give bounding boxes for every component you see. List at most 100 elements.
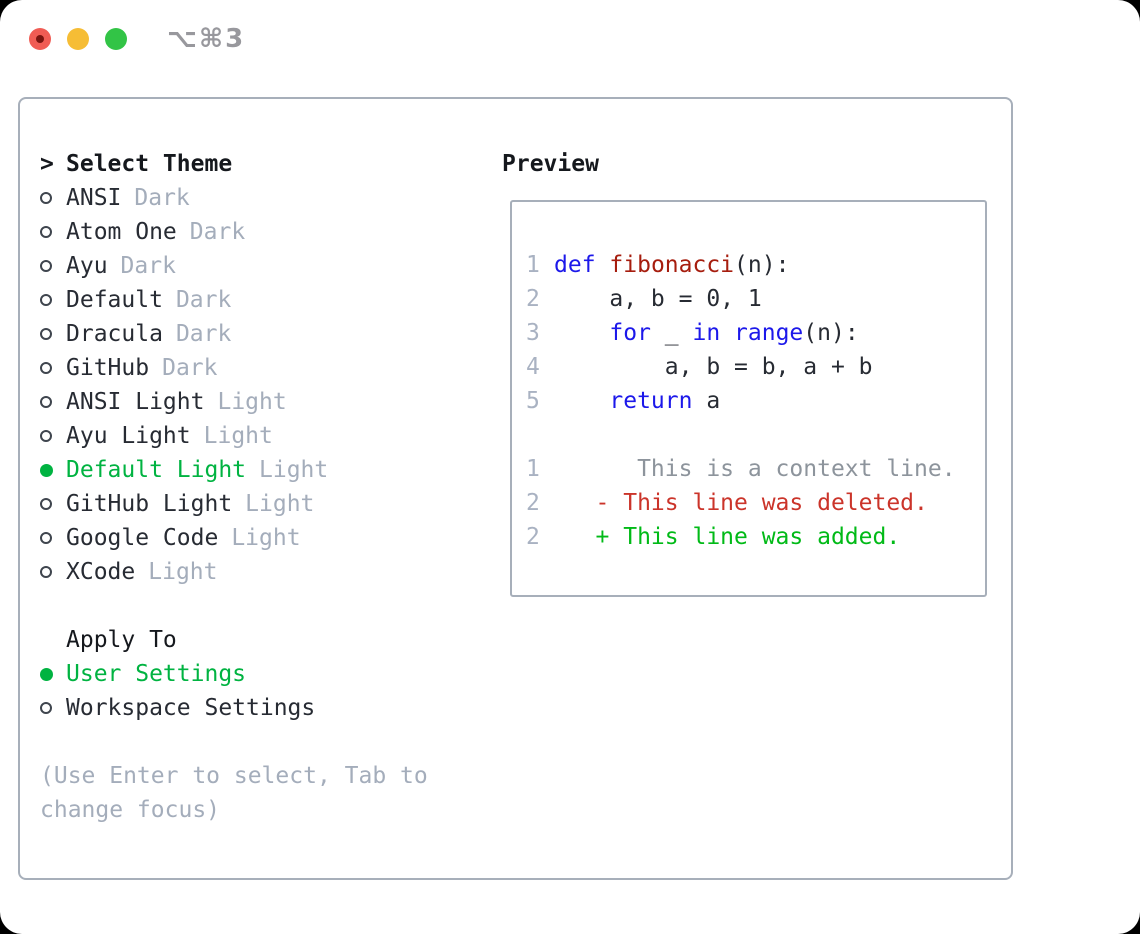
apply-option-label: Workspace Settings xyxy=(66,695,316,721)
radio-icon xyxy=(40,430,52,442)
line-number: 2 xyxy=(526,524,540,550)
theme-option-label: Google Code xyxy=(66,525,219,551)
code-segment-plain xyxy=(554,388,609,414)
theme-option-default-dark[interactable]: Default Dark xyxy=(40,283,502,317)
zoom-button[interactable] xyxy=(105,28,127,50)
line-number: 1 xyxy=(526,252,540,278)
help-text: (Use Enter to select, Tab to change focu… xyxy=(40,763,428,823)
radio-selected-icon xyxy=(40,463,53,477)
theme-variant-tag: Light xyxy=(203,423,273,449)
radio-icon xyxy=(40,192,52,204)
theme-option-label: Dracula xyxy=(66,321,163,347)
theme-variant-tag: Light xyxy=(148,559,218,585)
code-segment-keyword: range xyxy=(734,320,804,346)
radio-icon xyxy=(40,532,52,544)
close-button[interactable] xyxy=(29,28,51,50)
code-segment-plain: (n): xyxy=(734,252,790,278)
line-number: 3 xyxy=(526,320,540,346)
theme-option-ayu-dark[interactable]: Ayu Dark xyxy=(40,249,502,283)
window-shortcut-label: ⌥⌘3 xyxy=(167,24,246,54)
theme-option-label: Atom One xyxy=(66,219,177,245)
spacer xyxy=(40,589,502,623)
minimize-button[interactable] xyxy=(67,28,89,50)
theme-option-default-light-light[interactable]: Default Light Light xyxy=(40,453,502,487)
theme-option-label: Default xyxy=(66,287,163,313)
code-segment-plain: a xyxy=(692,388,721,414)
code-segment-keyword: for xyxy=(609,320,651,346)
code-segment-plain: (n): xyxy=(803,320,859,346)
code-segment-keyword: in xyxy=(692,320,721,346)
radio-icon xyxy=(40,226,52,238)
select-theme-title: Select Theme xyxy=(66,151,233,177)
apply-to-title: Apply To xyxy=(66,627,177,653)
theme-variant-tag: Dark xyxy=(189,219,246,245)
line-number: 2 xyxy=(526,490,540,516)
theme-option-label: ANSI xyxy=(66,185,122,211)
theme-option-label: ANSI Light xyxy=(66,389,205,415)
code-line: 2 a, b = 0, 1 xyxy=(526,282,985,316)
preview-header: Preview xyxy=(502,147,987,181)
code-segment-removed: - This line was deleted. xyxy=(554,490,928,516)
code-segment-plain xyxy=(596,252,610,278)
theme-variant-tag: Light xyxy=(217,389,287,415)
apply-option-user-settings[interactable]: User Settings xyxy=(40,657,502,691)
code-segment-keyword: return xyxy=(609,388,693,414)
theme-variant-tag: Light xyxy=(259,457,329,483)
line-number: 2 xyxy=(526,286,540,312)
select-theme-header: > Select Theme xyxy=(40,147,502,181)
code-segment-plain: _ xyxy=(650,320,693,346)
code-segment-added: + This line was added. xyxy=(554,524,901,550)
theme-variant-tag: Dark xyxy=(134,185,190,211)
line-number: 5 xyxy=(526,388,540,414)
preview-title: Preview xyxy=(502,151,599,177)
radio-icon xyxy=(40,362,52,374)
radio-icon xyxy=(40,260,52,272)
radio-icon xyxy=(40,566,52,578)
theme-option-label: GitHub Light xyxy=(66,491,233,517)
code-segment-context: This is a context line. xyxy=(554,456,956,482)
code-line: 4 a, b = b, a + b xyxy=(526,350,985,384)
code-line xyxy=(526,418,985,452)
prompt-cursor: > xyxy=(40,151,54,177)
code-segment-function: fibonacci xyxy=(609,252,735,278)
apply-to-header: Apply To xyxy=(40,623,502,657)
radio-icon xyxy=(40,396,52,408)
code-line: 2 + This line was added. xyxy=(526,520,985,554)
code-segment-plain: a, b = b, a + b xyxy=(554,354,873,380)
apply-option-label: User Settings xyxy=(66,661,247,687)
code-line: 2 - This line was deleted. xyxy=(526,486,985,520)
theme-option-label: Ayu Light xyxy=(66,423,191,449)
theme-option-label: Default Light xyxy=(66,457,247,483)
theme-variant-tag: Dark xyxy=(120,253,176,279)
theme-option-ansi-dark[interactable]: ANSI Dark xyxy=(40,181,502,215)
theme-option-label: Ayu xyxy=(66,253,108,279)
theme-variant-tag: Dark xyxy=(175,287,232,313)
close-dot-icon xyxy=(36,35,44,43)
radio-selected-icon xyxy=(40,667,53,681)
code-line: 3 for _ in range(n): xyxy=(526,316,985,350)
code-line: 1 This is a context line. xyxy=(526,452,985,486)
theme-option-atom-one-dark[interactable]: Atom One Dark xyxy=(40,215,502,249)
apply-option-workspace-settings[interactable]: Workspace Settings xyxy=(40,691,502,725)
theme-option-ansi-light-light[interactable]: ANSI Light Light xyxy=(40,385,502,419)
theme-option-ayu-light-light[interactable]: Ayu Light Light xyxy=(40,419,502,453)
code-segment-plain: a, b = 0, 1 xyxy=(554,286,762,312)
radio-icon xyxy=(40,498,52,510)
radio-icon xyxy=(40,702,52,714)
line-number: 4 xyxy=(526,354,540,380)
line-number: 1 xyxy=(526,456,540,482)
radio-icon xyxy=(40,328,52,340)
code-segment-plain xyxy=(720,320,734,346)
